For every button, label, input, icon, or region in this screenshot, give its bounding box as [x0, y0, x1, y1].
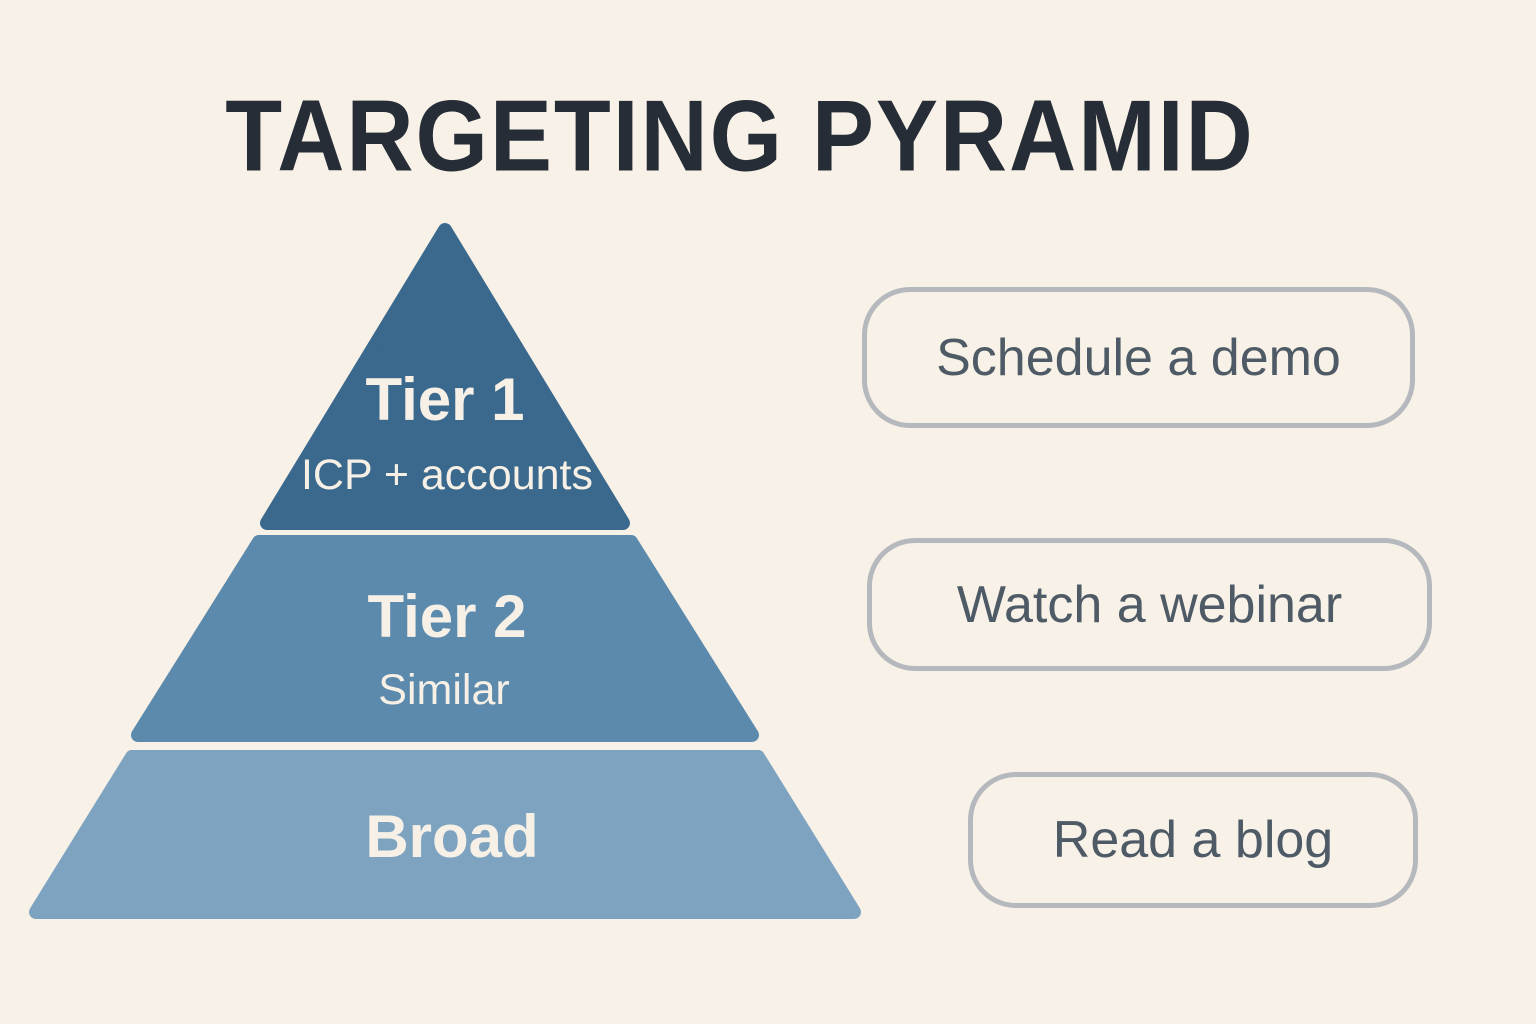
read-blog-button[interactable]: Read a blog	[968, 772, 1418, 908]
tier1-sublabel: ICP + accounts	[301, 451, 593, 499]
schedule-demo-button[interactable]: Schedule a demo	[862, 287, 1415, 428]
tier1-shape	[260, 223, 630, 530]
watch-webinar-button[interactable]: Watch a webinar	[867, 538, 1432, 671]
schedule-demo-button-label: Schedule a demo	[936, 328, 1341, 387]
tier3-label: Broad	[365, 803, 538, 870]
tier2-label: Tier 2	[368, 583, 527, 650]
tier3-shape	[29, 750, 861, 919]
watch-webinar-button-label: Watch a webinar	[956, 575, 1343, 634]
tier2-sublabel: Similar	[378, 666, 509, 714]
read-blog-button-label: Read a blog	[1052, 811, 1334, 869]
page-title: TARGETING PYRAMID	[225, 79, 1255, 193]
targeting-pyramid-diagram: Tier 1 ICP + accounts Tier 2 Similar Bro…	[29, 223, 861, 919]
tier2-shape	[131, 535, 759, 742]
tier1-label: Tier 1	[366, 366, 525, 433]
